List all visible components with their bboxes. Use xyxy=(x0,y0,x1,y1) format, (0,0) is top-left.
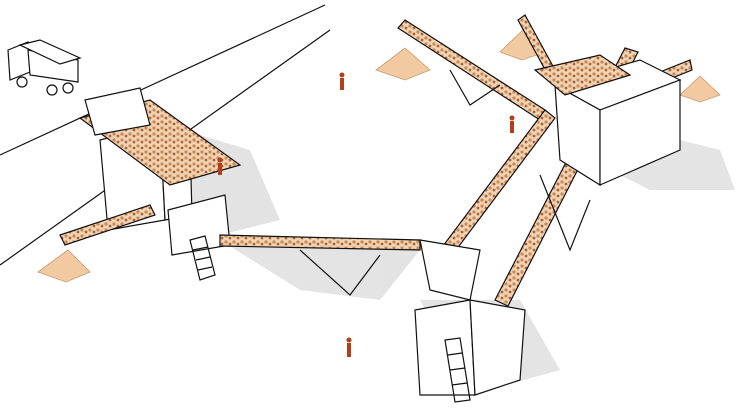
conveyor-left xyxy=(59,204,156,246)
stockpile-left xyxy=(37,249,91,283)
dump-truck xyxy=(7,39,82,96)
conveyor-middle xyxy=(219,234,421,251)
worker-icon xyxy=(509,115,515,133)
screening-station xyxy=(533,54,682,187)
stockpiles xyxy=(37,27,721,283)
primary-crusher-station xyxy=(78,87,242,281)
worker-icon xyxy=(339,72,345,90)
stockpile-right xyxy=(679,75,721,103)
worker-icon xyxy=(217,157,223,175)
workers xyxy=(217,72,515,357)
stockpile-top-left xyxy=(375,47,431,81)
secondary-crusher-station xyxy=(414,239,526,403)
worker-icon xyxy=(346,337,352,357)
